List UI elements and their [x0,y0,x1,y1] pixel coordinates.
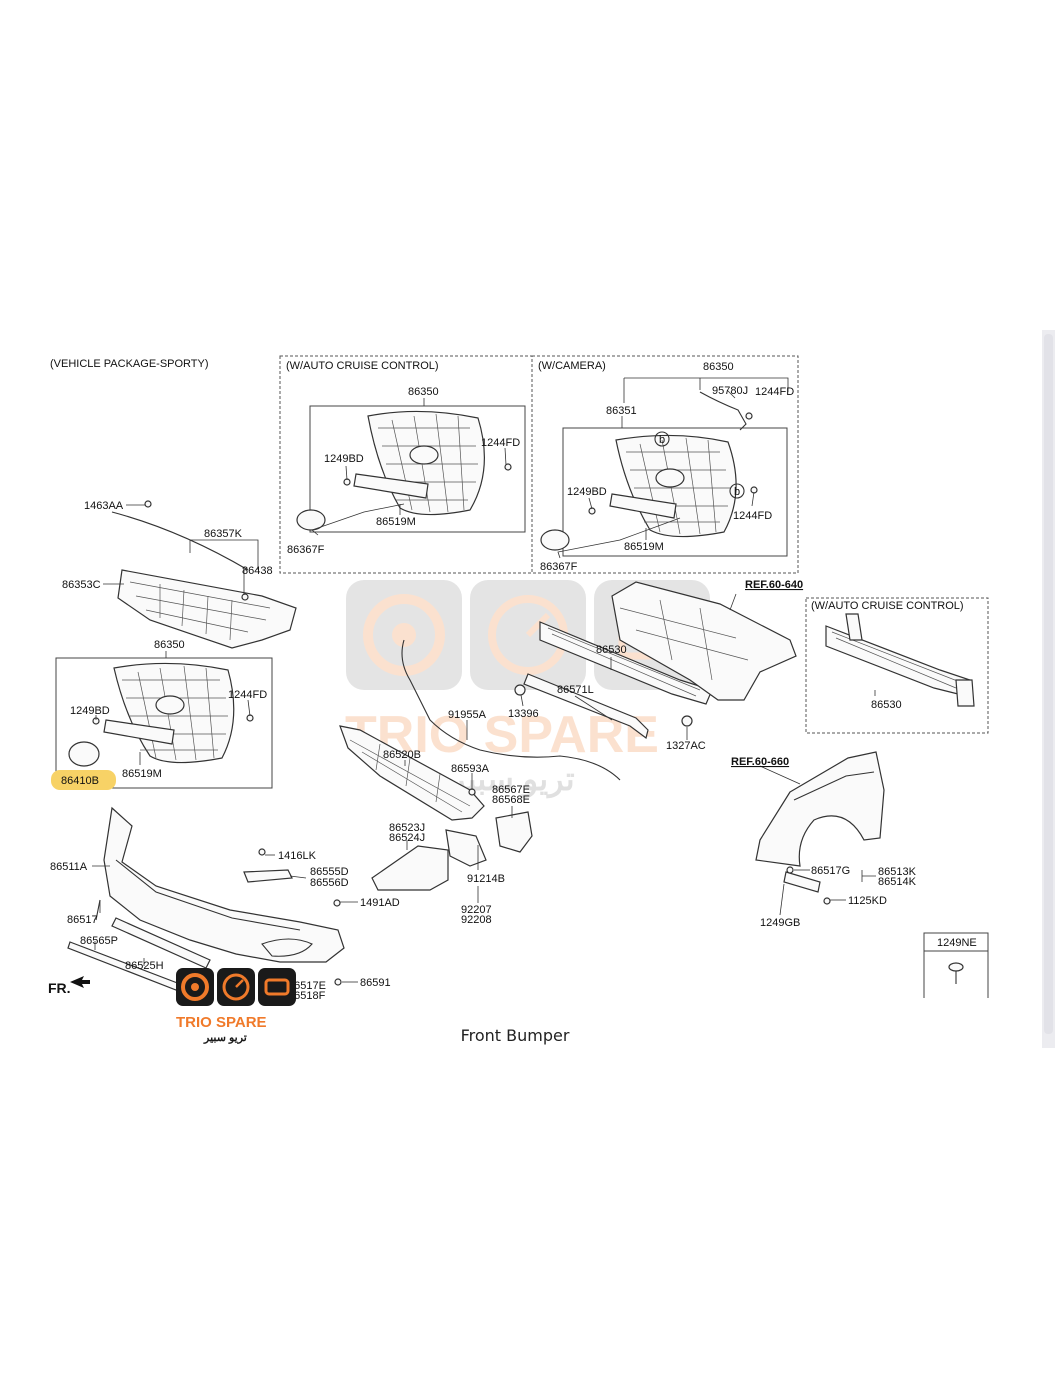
part-86591: 86591 [360,977,391,989]
part-86530: 86530 [596,644,627,656]
label-ref-640: REF.60-640 [745,579,803,591]
label-front: FR. [48,980,71,996]
part-1125KD: 1125KD [848,895,887,907]
part-86517: 86517 [67,914,98,926]
part-86367F-cruise: 86367F [287,544,325,556]
callout-b-1 [654,431,670,447]
camera-box [531,355,799,574]
lower-absorber [339,639,621,821]
part-86525H: 86525H [125,960,164,972]
fasteners [92,412,831,986]
scrollbar-thumb[interactable] [1044,334,1053,1034]
label-camera: (W/CAMERA) [538,360,606,372]
part-1463AA: 1463AA [84,500,124,512]
part-1249BD-sporty: 1249BD [70,705,110,717]
part-86530-cruise: 86530 [871,699,902,711]
part-86571L: 86571L [557,684,594,696]
part-1249GB: 1249GB [760,917,800,929]
callout-b-2-label: b [734,486,740,498]
bumper-beam [523,581,797,740]
label-ref-660: REF.60-660 [731,756,789,768]
part-95780J: 95780J [712,385,748,397]
leader-lines [92,377,876,983]
part-91955A: 91955A [448,709,487,721]
part-1249BD-camera: 1249BD [567,486,607,498]
cruise-grille-box [309,405,526,533]
part-86351: 86351 [606,405,637,417]
grille-camera [540,391,747,551]
part-92207: 92207 [461,904,492,916]
fog-lamp-bracket [371,811,533,891]
part-86517E: 86517E [288,980,326,992]
bumper-cover [67,806,345,991]
screw-icon [948,962,964,984]
part-86556D: 86556D [310,877,349,889]
part-86367F-camera: 86367F [540,561,578,573]
part-86593A: 86593A [451,763,490,775]
part-86410B: 86410B [61,775,99,787]
part-86555D: 86555D [310,866,349,878]
grille-sporty [68,662,235,767]
logo-brand-arabic: تريو سبير [203,1032,247,1044]
part-86519M-cruise: 86519M [376,516,416,528]
part-86513K: 86513K [878,866,917,878]
part-86511A: 86511A [50,861,88,873]
part-86520B: 86520B [383,749,421,761]
label-1249NE: 1249NE [937,937,977,949]
part-13396: 13396 [508,708,539,720]
fender [755,751,885,893]
sporty-grille-box [55,657,273,789]
part-86514K: 86514K [878,876,917,888]
part-86517G: 86517G [811,865,850,877]
part-1244FD-camera: 1244FD [733,510,772,522]
part-86350-sporty: 86350 [154,639,185,651]
part-86353C: 86353C [62,579,101,591]
brand-logo: TRIO SPARE تريو سبير [174,968,298,1046]
scrollbar[interactable] [1042,330,1055,1048]
part-92208: 92208 [461,914,492,926]
part-1244FD-camera-top: 1244FD [755,386,794,398]
part-1244FD-cruise: 1244FD [481,437,520,449]
part-1416LK: 1416LK [278,850,317,862]
upper-absorber [111,511,297,649]
bumper-beam-cruise [825,613,975,707]
part-86567E: 86567E [492,784,530,796]
part-86568E: 86568E [492,794,530,806]
part-86523J: 86523J [389,822,425,834]
part-86357K: 86357K [204,528,243,540]
callout-b-1-label: b [659,434,665,446]
part-1249BD-cruise: 1249BD [324,453,364,465]
auto-cruise-box-2 [805,597,989,734]
part-91214B: 91214B [467,873,505,885]
logo-tile-3 [258,968,296,1006]
part-86518F: 86518F [288,990,326,1002]
part-1244FD-sporty: 1244FD [228,689,267,701]
part-86438: 86438 [242,565,273,577]
callout-b-2 [729,483,745,499]
camera-grille-box [562,427,788,557]
label-auto-cruise-1: (W/AUTO CRUISE CONTROL) [286,360,439,372]
part-86524J: 86524J [389,832,425,844]
highlight-86410B [51,770,116,790]
diagram-caption: Front Bumper [460,1026,570,1045]
part-1327AC: 1327AC [666,740,706,752]
front-arrow-icon [70,976,90,988]
label-vehicle-package: (VEHICLE PACKAGE-SPORTY) [50,358,209,370]
part-86565P: 86565P [80,935,118,947]
part-86350-camera: 86350 [703,361,734,373]
label-auto-cruise-2: (W/AUTO CRUISE CONTROL) [811,600,964,612]
part-86519M-sporty: 86519M [122,768,162,780]
fastener-box [923,932,989,998]
part-86350-cruise: 86350 [408,386,439,398]
part-1491AD: 1491AD [360,897,400,909]
part-86519M-camera: 86519M [624,541,664,553]
grille-cruise [296,410,485,531]
logo-brand-name: TRIO SPARE [176,1014,267,1031]
